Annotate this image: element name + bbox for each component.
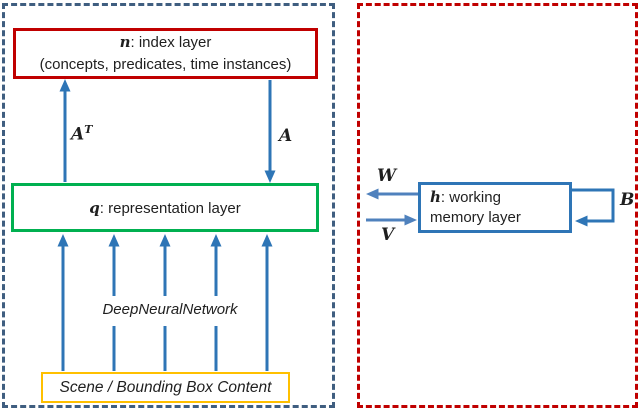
b-arrow-label: B <box>620 190 635 210</box>
working-memory-title-line2: memory layer <box>430 209 521 226</box>
w-arrow-label: W <box>377 166 397 186</box>
left-dashed-panel <box>2 3 335 408</box>
scene-box-label: Scene / Bounding Box Content <box>59 378 272 396</box>
transpose-arrow-label: AT <box>71 123 93 145</box>
v-arrow-label: V <box>381 225 395 245</box>
right-dashed-panel <box>357 3 638 408</box>
representation-layer-title: q: representation layer <box>89 198 241 217</box>
working-memory-title-line1: h: working <box>430 187 501 206</box>
working-memory-box: h: working memory layer <box>418 182 572 233</box>
memory-symbol: h <box>430 187 441 206</box>
forward-arrow-label: A <box>279 126 293 146</box>
index-layer-subtitle: (concepts, predicates, time instances) <box>39 55 292 73</box>
index-layer-box: n: index layer (concepts, predicates, ti… <box>13 28 318 79</box>
scene-box: Scene / Bounding Box Content <box>41 372 290 403</box>
index-layer-title: n: index layer <box>119 32 212 51</box>
representation-layer-box: q: representation layer <box>11 183 319 232</box>
index-symbol: n <box>119 32 131 51</box>
dnn-label: DeepNeuralNetwork <box>102 301 238 318</box>
representation-symbol: q <box>89 198 100 217</box>
